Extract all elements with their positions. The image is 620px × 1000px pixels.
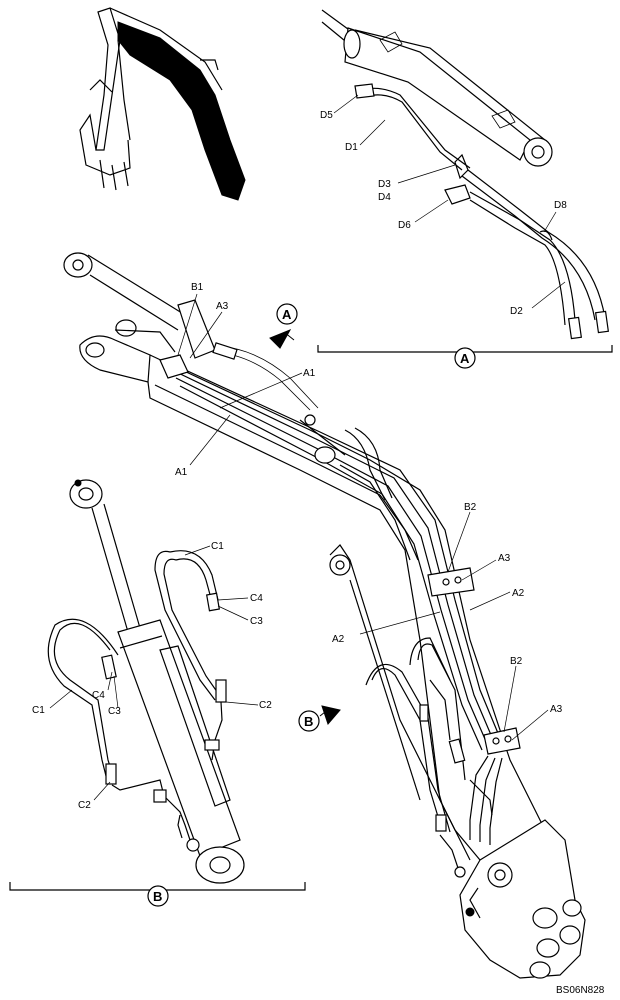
label-a3-top: A3 (216, 301, 229, 312)
label-a1-upper: A1 (303, 368, 316, 379)
label-b2-lower: B2 (510, 656, 523, 667)
label-a2-upper: A2 (512, 588, 525, 599)
label-a3-lower: A3 (550, 704, 563, 715)
label-a1-lower: A1 (175, 467, 188, 478)
label-c3-left: C3 (108, 706, 121, 717)
detail-a-callout-circle (454, 347, 476, 369)
label-c1-right: C1 (211, 541, 224, 552)
label-c1-left: C1 (32, 705, 45, 716)
label-a3-mid: A3 (498, 553, 511, 564)
pointer-a-letter: A (282, 307, 292, 322)
label-c4-left: C4 (92, 690, 105, 701)
label-d1: D1 (345, 142, 358, 153)
detail-a-callout-letter: A (460, 351, 470, 366)
label-d4: D4 (378, 192, 391, 203)
label-c4-right: C4 (250, 593, 263, 604)
detail-a-cylinder (321, 9, 610, 340)
label-b2-upper: B2 (464, 502, 477, 513)
label-c2-left: C2 (78, 800, 91, 811)
pointer-b-circle (298, 710, 320, 732)
label-c3-right: C3 (250, 616, 263, 627)
label-d3: D3 (378, 179, 391, 190)
detail-b-callout-circle (147, 885, 169, 907)
label-a2-lower: A2 (332, 634, 345, 645)
pointer-b-letter: B (304, 714, 313, 729)
pointer-a-arrow (269, 329, 295, 349)
label-d5: D5 (320, 110, 333, 121)
pointer-b-arrow (319, 705, 341, 725)
main-boom (63, 252, 586, 979)
pointer-a-circle (276, 303, 298, 325)
detail-b-callout-letter: B (153, 889, 162, 904)
detail-b-cylinder (47, 479, 245, 884)
drawing-code: BS06N828 (556, 985, 605, 996)
label-d8: D8 (554, 200, 567, 211)
label-c2-right: C2 (259, 700, 272, 711)
label-d2: D2 (510, 306, 523, 317)
label-d6: D6 (398, 220, 411, 231)
overview-excavator-arm (79, 7, 246, 201)
label-b1: B1 (191, 282, 204, 293)
